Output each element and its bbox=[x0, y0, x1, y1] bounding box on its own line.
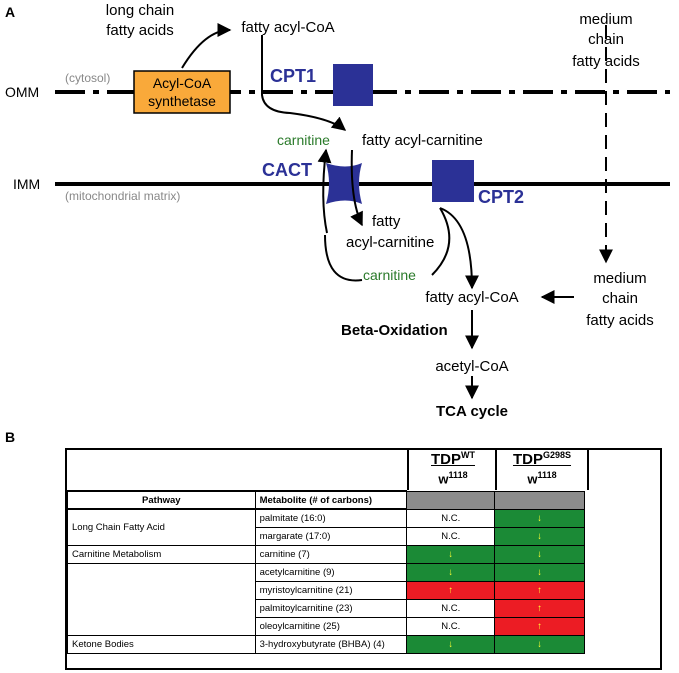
cytosol-label: (cytosol) bbox=[65, 71, 110, 85]
metabolite-cell: palmitoylcarnitine (23) bbox=[254, 598, 408, 618]
metabolite-cell: myristoylcarnitine (21) bbox=[254, 580, 408, 600]
genotype-mutant-header: TDPG298S w1118 bbox=[495, 450, 589, 490]
metabolite-cell: 3-hydroxybutyrate (BHBA) (4) bbox=[254, 634, 408, 654]
table-row: acetylcarnitine (9)↓↓ bbox=[67, 562, 585, 636]
table-row: myristoylcarnitine (21)↑↑ bbox=[68, 580, 585, 600]
omm-label: OMM bbox=[5, 84, 39, 100]
wt-change-cell: ↓ bbox=[406, 544, 496, 564]
fatty-acyl-coa-lower-label: fatty acyl-CoA bbox=[425, 289, 518, 306]
long-chain-label: long chain bbox=[106, 2, 174, 19]
cpt2-transporter bbox=[432, 160, 474, 202]
table-header-row: Pathway Metabolite (# of carbons) bbox=[67, 490, 585, 510]
mutant-change-cell: ↑ bbox=[494, 580, 585, 600]
metabolite-cell: oleoylcarnitine (25) bbox=[254, 616, 408, 636]
acyl-coa-to-cpt1-arrow bbox=[261, 35, 347, 131]
wt-change-cell: N.C. bbox=[406, 526, 496, 546]
acyl-carnitine-lower-label: acyl-carnitine bbox=[346, 234, 434, 251]
cact-label: CACT bbox=[262, 160, 312, 180]
metabolite-cell: margarate (17:0) bbox=[254, 526, 408, 546]
cact-down-arrow bbox=[350, 149, 363, 227]
imm-label: IMM bbox=[13, 176, 40, 192]
beta-oxidation-label: Beta-Oxidation bbox=[341, 322, 448, 339]
synthetase-label: Acyl-CoA bbox=[153, 75, 212, 91]
gray-header-cell bbox=[494, 490, 585, 510]
medium-chain-bottom-label: medium bbox=[593, 270, 646, 287]
table-row: oleoylcarnitine (25)N.C.↑ bbox=[68, 616, 585, 636]
carnitine-return-arrow bbox=[324, 234, 363, 282]
metabolite-cell: acetylcarnitine (9) bbox=[254, 562, 408, 582]
fatty-lower-label: fatty bbox=[372, 213, 401, 230]
cpt1-label: CPT1 bbox=[270, 66, 316, 86]
mutant-change-cell: ↓ bbox=[494, 544, 585, 564]
cact-up-arrow bbox=[317, 148, 332, 234]
mutant-change-cell: ↓ bbox=[494, 634, 585, 654]
medium-chain-top-label: medium bbox=[579, 11, 632, 28]
metabolite-header: Metabolite (# of carbons) bbox=[254, 490, 408, 510]
mutant-change-cell: ↓ bbox=[494, 526, 585, 546]
panel-a-letter: A bbox=[5, 4, 15, 20]
genotype-wt-header: TDPWT w1118 bbox=[407, 450, 497, 490]
wt-change-cell: ↑ bbox=[406, 580, 496, 600]
medium-chain-bottom-label-2: chain bbox=[602, 290, 638, 307]
acetyl-coa-label: acetyl-CoA bbox=[435, 358, 508, 375]
cpt2-to-acyl-coa-arrow bbox=[439, 207, 479, 290]
mutant-change-cell: ↓ bbox=[494, 508, 585, 528]
table-row: palmitoylcarnitine (23)N.C.↑ bbox=[68, 598, 585, 618]
cpt1-transporter bbox=[333, 64, 373, 106]
gray-header-cell bbox=[406, 490, 496, 510]
fatty-acyl-coa-top-label: fatty acyl-CoA bbox=[241, 19, 334, 36]
matrix-label: (mitochondrial matrix) bbox=[65, 189, 180, 203]
metabolite-cell: palmitate (16:0) bbox=[254, 508, 408, 528]
cpt2-carnitine-arrow bbox=[431, 207, 451, 276]
wt-change-cell: ↓ bbox=[406, 562, 496, 582]
carnitine-lower-label: carnitine bbox=[363, 267, 416, 283]
metabolite-table: TDPWT w1118 TDPG298S w1118 Pathway Metab… bbox=[65, 448, 662, 670]
long-chain-to-acyl-coa-arrow bbox=[181, 23, 232, 69]
pathway-diagram: A long chain fatty acids fatty acyl-CoA … bbox=[5, 2, 670, 445]
mutant-change-cell: ↑ bbox=[494, 598, 585, 618]
metabolite-cell: carnitine (7) bbox=[254, 544, 408, 564]
pathway-cell: Long Chain Fatty Acid bbox=[67, 508, 256, 546]
pathway-cell: Carnitine Metabolism bbox=[67, 544, 256, 564]
medium-chain-top-label-3: fatty acids bbox=[572, 53, 640, 70]
pathway-cell bbox=[67, 562, 256, 636]
metabolite-data-table: Pathway Metabolite (# of carbons) Long C… bbox=[67, 490, 585, 654]
cpt2-label: CPT2 bbox=[478, 187, 524, 207]
long-chain-label-2: fatty acids bbox=[106, 22, 174, 39]
synthetase-label-2: synthetase bbox=[148, 93, 216, 109]
wt-change-cell: N.C. bbox=[406, 598, 496, 618]
cact-transporter bbox=[326, 163, 362, 204]
wt-change-cell: N.C. bbox=[406, 616, 496, 636]
mutant-change-cell: ↓ bbox=[494, 562, 585, 582]
pathway-cell: Ketone Bodies bbox=[67, 634, 256, 654]
fatty-acyl-carnitine-upper-label: fatty acyl-carnitine bbox=[362, 132, 483, 149]
medium-chain-top-label-2: chain bbox=[588, 31, 624, 48]
mutant-change-cell: ↑ bbox=[494, 616, 585, 636]
pathway-header: Pathway bbox=[67, 490, 256, 510]
medium-chain-bottom-label-3: fatty acids bbox=[586, 312, 654, 329]
acyl-coa-synthetase-box bbox=[133, 70, 231, 114]
wt-change-cell: ↓ bbox=[406, 634, 496, 654]
carnitine-upper-label: carnitine bbox=[277, 132, 330, 148]
wt-change-cell: N.C. bbox=[406, 508, 496, 528]
tca-cycle-label: TCA cycle bbox=[436, 403, 508, 420]
panel-b-letter: B bbox=[5, 429, 15, 445]
